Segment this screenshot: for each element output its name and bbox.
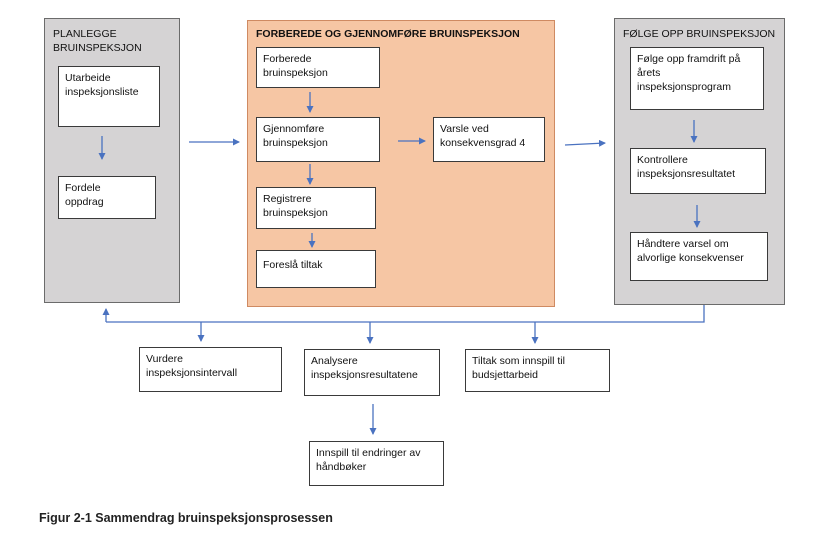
box-forberede-bruinspeksjon: Forberede bruinspeksjon	[256, 47, 380, 88]
box-handtere-varsel: Håndtere varsel om alvorlige konsekvense…	[630, 232, 768, 281]
panel-forberede-title: FORBEREDE OG GJENNOMFØRE BRUINSPEKSJON	[256, 28, 520, 40]
panel-planlegge-title: PLANLEGGE BRUINSPEKSJON	[53, 28, 142, 54]
box-vurdere-inspeksjonsintervall: Vurdere inspeksjonsintervall	[139, 347, 282, 392]
box-foresla-tiltak: Foreslå tiltak	[256, 250, 376, 288]
box-registrere-bruinspeksjon: Registrere bruinspeksjon	[256, 187, 376, 229]
panel-planlegge: PLANLEGGE BRUINSPEKSJON	[44, 18, 180, 303]
box-innspill-handboker: Innspill til endringer av håndbøker	[309, 441, 444, 486]
panel-folge-opp-title: FØLGE OPP BRUINSPEKSJON	[623, 28, 776, 40]
arrow-execute-to-follow	[564, 139, 606, 147]
box-utarbeide-inspeksjonsliste: Utarbeide inspeksjonsliste	[58, 66, 160, 127]
box-fordele-oppdrag: Fordele oppdrag	[58, 176, 156, 219]
feedback-bus	[106, 305, 705, 323]
box-folge-opp-framdrift: Følge opp framdrift på årets inspeksjons…	[630, 47, 764, 110]
box-gjennomfore-bruinspeksjon: Gjennomføre bruinspeksjon	[256, 117, 380, 162]
box-varsle-konsekvensgrad: Varsle ved konsekvensgrad 4	[433, 117, 545, 162]
box-analysere-inspeksjonsresultatene: Analysere inspeksjonsresultatene	[304, 349, 440, 396]
box-tiltak-budsjettarbeid: Tiltak som innspill til budsjettarbeid	[465, 349, 610, 392]
box-kontrollere-inspeksjonsresultatet: Kontrollere inspeksjonsresultatet	[630, 148, 766, 194]
figure-caption: Figur 2-1 Sammendrag bruinspeksjonsprose…	[39, 511, 333, 525]
